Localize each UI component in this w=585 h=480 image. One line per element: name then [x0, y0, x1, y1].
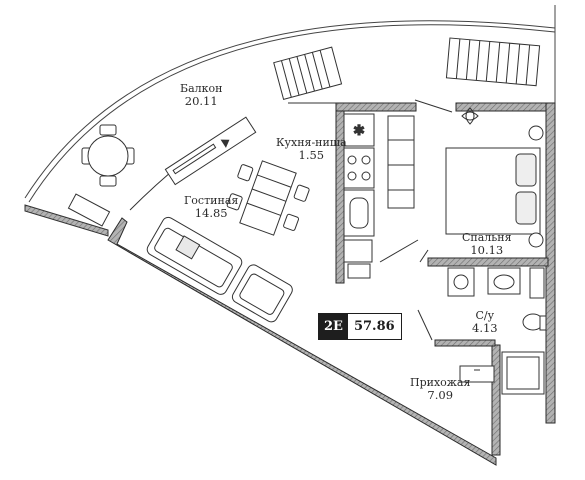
bathroom-area: 4.13 — [472, 321, 498, 335]
sun-lounger-left — [273, 46, 343, 100]
sun-lounger-right — [445, 37, 541, 87]
ceiling-plant — [461, 107, 479, 125]
hallway-wardrobe — [459, 365, 495, 383]
room-label-kitchen: Кухня-ниша 1.55 — [276, 136, 347, 162]
bedroom-name: Спальня — [462, 231, 512, 244]
living-name: Гостиная — [184, 194, 239, 207]
balcony-door — [164, 116, 257, 186]
kitchen-name: Кухня-ниша — [276, 136, 347, 149]
balcony-bench — [67, 193, 111, 227]
armchair — [231, 264, 293, 323]
wall-left — [24, 193, 111, 237]
kitchen-unit: ✱ — [343, 113, 415, 279]
apartment-badge: 2E 57.86 — [318, 313, 402, 340]
hallway-area: 7.09 — [427, 388, 454, 402]
bedroom-area: 10.13 — [470, 243, 504, 257]
bedroom-door-swing — [419, 249, 429, 263]
room-label-balcony: Балкон 20.11 — [180, 82, 222, 108]
living-dining-table — [226, 160, 310, 236]
bathroom-door-swing — [417, 309, 433, 341]
svg-text:✱: ✱ — [353, 123, 365, 139]
hallway-name: Прихожая — [410, 376, 471, 389]
apartment-total-area: 57.86 — [347, 314, 401, 339]
kitchen-door-swing — [379, 239, 419, 263]
bathroom-name: С/у — [475, 309, 495, 322]
balcony-area: 20.11 — [184, 94, 218, 108]
room-label-bathroom: С/у 4.13 — [472, 309, 498, 335]
apartment-type: 2E — [319, 314, 348, 339]
bathroom-fixtures — [447, 267, 547, 395]
room-label-living: Гостиная 14.85 — [184, 194, 238, 220]
sofa — [146, 216, 243, 295]
balcony-name: Балкон — [180, 82, 223, 95]
wall-exterior-diagonal — [107, 217, 497, 466]
room-label-hallway: Прихожая 7.09 — [410, 376, 470, 402]
balcony-table-set — [81, 124, 135, 187]
kitchen-area: 1.55 — [298, 148, 325, 162]
balcony-railing — [24, 5, 556, 203]
room-label-bedroom: Спальня 10.13 — [462, 231, 512, 257]
living-area: 14.85 — [194, 206, 228, 220]
bedroom-bed — [445, 125, 544, 248]
